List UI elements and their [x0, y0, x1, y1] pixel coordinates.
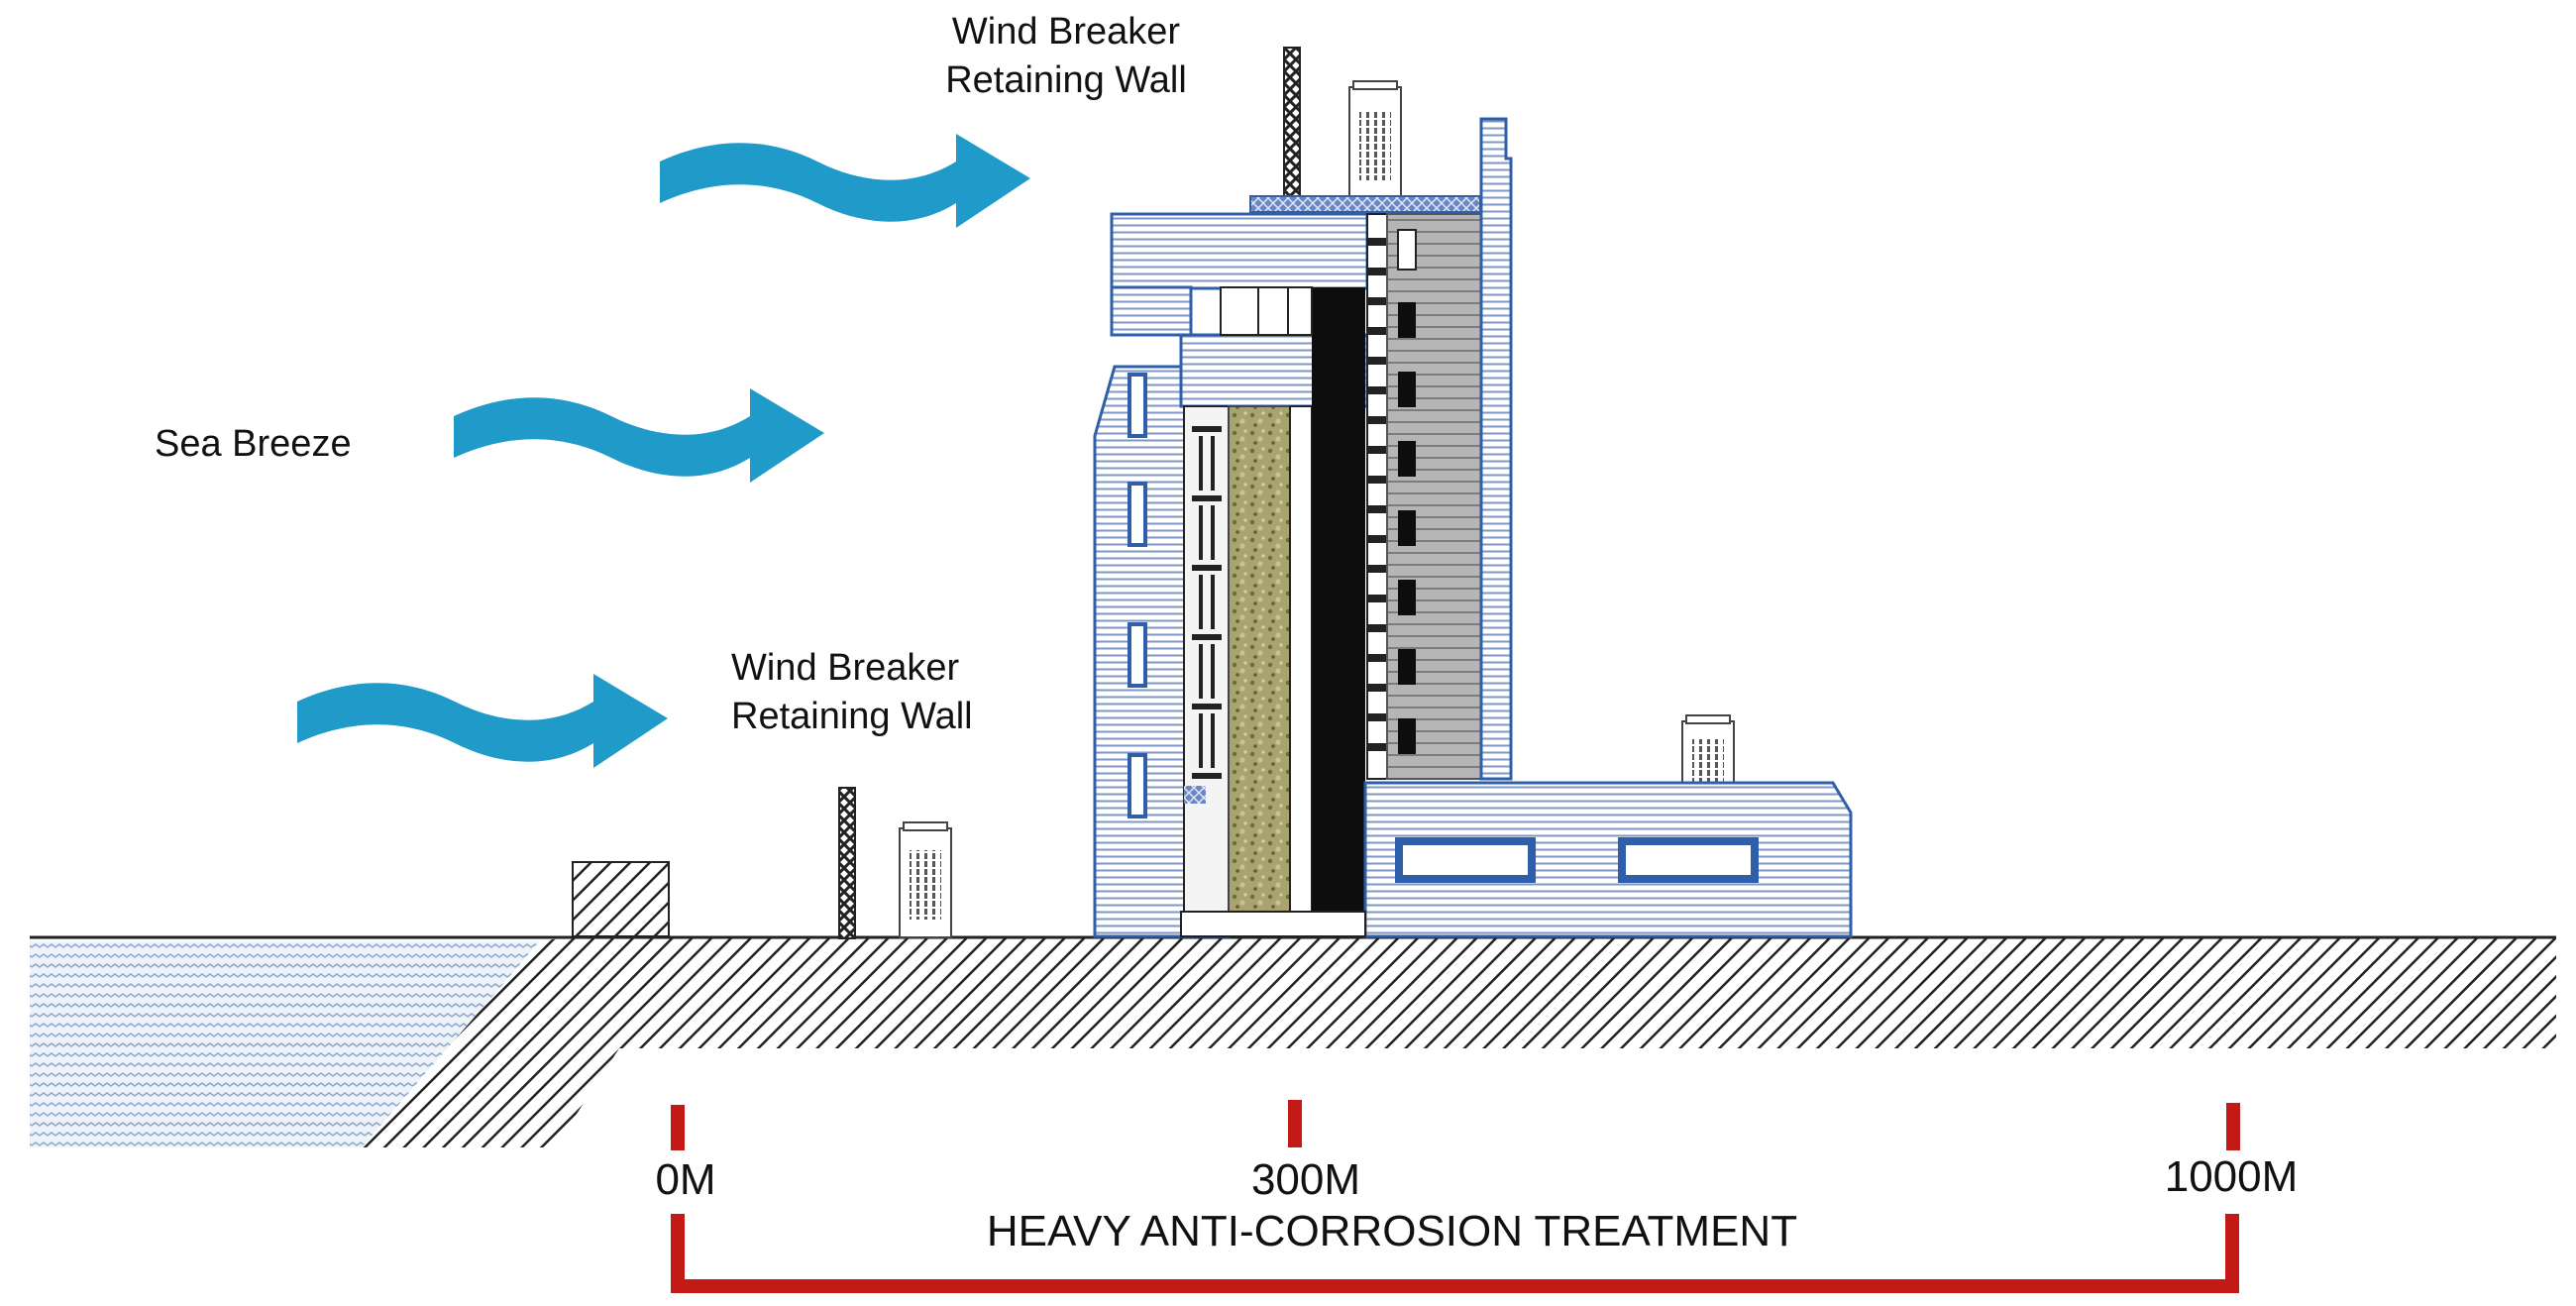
annex-ground-strip: [1180, 911, 1366, 937]
top-wall-label-line1: Wind Breaker: [952, 11, 1181, 53]
scale-bracket: [671, 1214, 2239, 1293]
grey-tower-top-window: [1397, 229, 1417, 271]
right-chimney: [1479, 117, 1513, 781]
scale-label-300m: 300M: [1251, 1155, 1360, 1204]
ground-embankment: [362, 936, 2556, 1147]
upper-glazing: [1220, 286, 1313, 336]
wind-arrow-top: [660, 134, 1030, 228]
scale-tick-1000m: [2226, 1103, 2240, 1150]
distance-scale: 0M 300M 1000M HEAVY ANTI-CORROSION TREAT…: [655, 1100, 2299, 1293]
grey-tower: [1386, 213, 1482, 780]
mid-wall-label-line2: Retaining Wall: [731, 696, 973, 737]
scale-label-1000m: 1000M: [2165, 1152, 2299, 1201]
equipment-unit-ground: [899, 821, 952, 938]
scale-tick-300m: [1288, 1100, 1302, 1147]
scale-label-0m: 0M: [655, 1155, 715, 1204]
left-wing-windows: [1127, 373, 1147, 818]
mid-wall-label-line1: Wind Breaker: [731, 647, 960, 689]
equipment-unit-roof: [1348, 80, 1402, 199]
balcony-column: [1183, 405, 1230, 937]
stone-column: [1228, 405, 1291, 937]
wind-breaker-post-roof: [1283, 47, 1301, 197]
annex-window-right: [1618, 837, 1759, 883]
top-wall-label-line2: Retaining Wall: [945, 59, 1187, 101]
scale-tick-0m: [671, 1105, 685, 1150]
top-cantilever: [1110, 212, 1369, 290]
seawall-block: [572, 861, 670, 937]
scale-caption: HEAVY ANTI-CORROSION TREATMENT: [987, 1207, 1797, 1255]
dark-glazing: [1312, 287, 1365, 936]
annex-window-left: [1395, 837, 1536, 883]
ladder-rungs: [1367, 238, 1387, 751]
roof-trim: [1249, 195, 1481, 213]
glass-stair-column: [1289, 405, 1313, 937]
balcony-railings: [1192, 426, 1222, 779]
upper-cantilever: [1110, 285, 1193, 337]
wind-arrows: [297, 134, 1030, 768]
sea-breeze-label: Sea Breeze: [155, 423, 352, 465]
entrance-marker: [1184, 786, 1206, 804]
sea-water: [30, 941, 540, 1147]
building: [1093, 117, 1853, 938]
wind-breaker-post-front: [838, 787, 856, 939]
wind-arrow-bottom: [297, 674, 668, 768]
wind-arrow-middle: [454, 388, 824, 483]
